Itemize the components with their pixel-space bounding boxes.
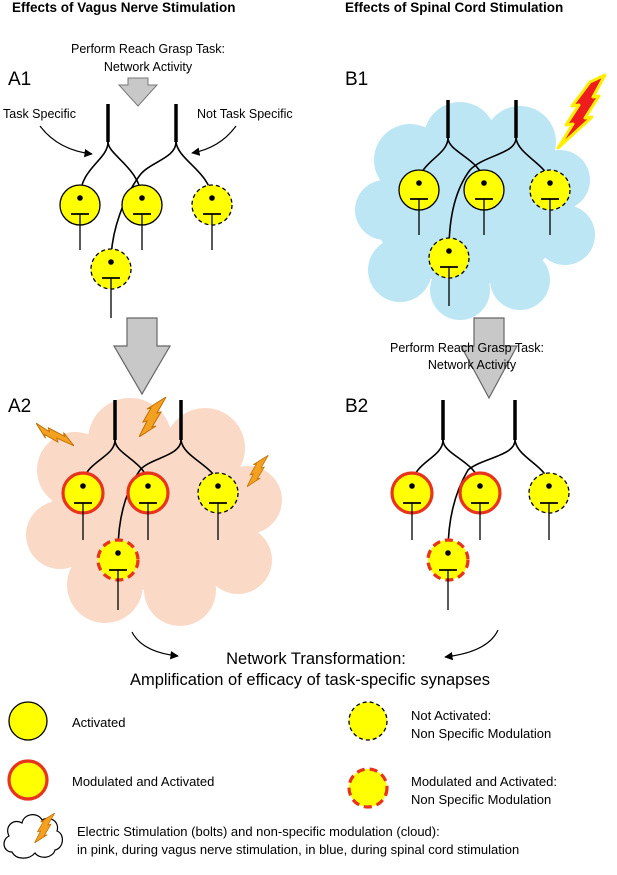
task-label-b-line2: Network Activity	[428, 358, 517, 372]
legend-label-not-activated-2: Non Specific Modulation	[411, 726, 551, 741]
panel-label-a2: A2	[8, 396, 31, 417]
not-task-specific-label: Not Task Specific	[197, 107, 293, 121]
neuron-b2-4	[426, 538, 470, 610]
transformation-title: Network Transformation:	[226, 650, 406, 668]
neuron-a2-2	[126, 471, 170, 540]
legend-cloud-icon	[3, 814, 63, 859]
panel-b1: B1	[345, 69, 607, 320]
neuron-a2-1	[61, 471, 105, 540]
legend-item-electric: Electric Stimulation (bolts) and non-spe…	[3, 813, 519, 859]
legend-label-not-activated-1: Not Activated:	[411, 708, 491, 723]
transform-arrow-right	[444, 629, 499, 661]
neuron-b1-2	[463, 169, 505, 235]
transformation-subtitle: Amplification of efficacy of task-specif…	[130, 671, 490, 689]
axons-b2	[411, 400, 550, 553]
neuron-b1-4	[428, 237, 470, 306]
legend-item-activated: Activated	[8, 701, 125, 741]
blue-cloud	[355, 102, 595, 320]
gray-arrow-a1-a2	[112, 317, 172, 396]
neuron-a1-4	[90, 248, 132, 318]
panel-b2: B2	[345, 396, 570, 610]
neuron-a1-3	[191, 184, 233, 250]
neuron-a2-3	[197, 472, 239, 540]
panel-label-a1: A1	[8, 69, 31, 90]
legend-item-not-activated: Not Activated: Non Specific Modulation	[348, 701, 551, 741]
not-task-specific-arrow	[191, 125, 237, 156]
legend-swatch-modulated-activated	[7, 759, 49, 801]
task-label-a-line2: Network Activity	[104, 60, 193, 74]
panel-a1: A1 Perform Reach Grasp Task: Network Act…	[3, 42, 293, 318]
neuron-b1-1	[398, 169, 440, 235]
neuron-b2-1	[390, 471, 434, 540]
neuron-a1-1	[59, 184, 101, 250]
legend-label-mod-nonspecific-1: Modulated and Activated:	[411, 774, 557, 789]
legend: Activated Modulated and Activated Not Ac…	[3, 701, 557, 859]
panel-label-b2: B2	[345, 396, 368, 417]
header-left: Effects of Vagus Nerve Stimulation	[12, 0, 236, 15]
legend-label-electric-2: in pink, during vagus nerve stimulation,…	[77, 842, 519, 857]
legend-label-activated: Activated	[72, 715, 125, 730]
legend-item-modulated-nonspecific: Modulated and Activated: Non Specific Mo…	[347, 767, 557, 809]
header-right: Effects of Spinal Cord Stimulation	[345, 0, 563, 15]
neuron-a1-2	[121, 184, 163, 250]
neuron-a2-4	[96, 538, 140, 610]
neuron-b1-3	[529, 169, 571, 235]
neuron-b2-2	[458, 471, 502, 540]
legend-swatch-modulated-nonspecific	[347, 767, 389, 809]
neuron-b2-3	[528, 472, 570, 540]
legend-label-modulated-activated: Modulated and Activated	[72, 774, 214, 789]
legend-item-modulated-activated: Modulated and Activated	[7, 759, 214, 801]
task-specific-label: Task Specific	[3, 107, 76, 121]
panel-label-b1: B1	[345, 69, 368, 90]
gray-arrow-b1-b2	[459, 317, 519, 400]
axons-a1	[79, 104, 213, 263]
legend-swatch-activated	[8, 701, 48, 741]
task-label-a-line1: Perform Reach Grasp Task:	[71, 42, 225, 56]
gray-arrow-a1	[117, 77, 159, 107]
transform-arrow-left	[131, 631, 179, 660]
legend-label-electric-1: Electric Stimulation (bolts) and non-spe…	[77, 824, 440, 839]
task-specific-arrow	[39, 125, 93, 158]
bolt-b1-large	[556, 73, 607, 150]
legend-label-mod-nonspecific-2: Non Specific Modulation	[411, 792, 551, 807]
panel-a2: A2	[8, 396, 282, 626]
task-label-b-line1: Perform Reach Grasp Task:	[390, 341, 544, 355]
legend-swatch-not-activated	[348, 701, 388, 741]
